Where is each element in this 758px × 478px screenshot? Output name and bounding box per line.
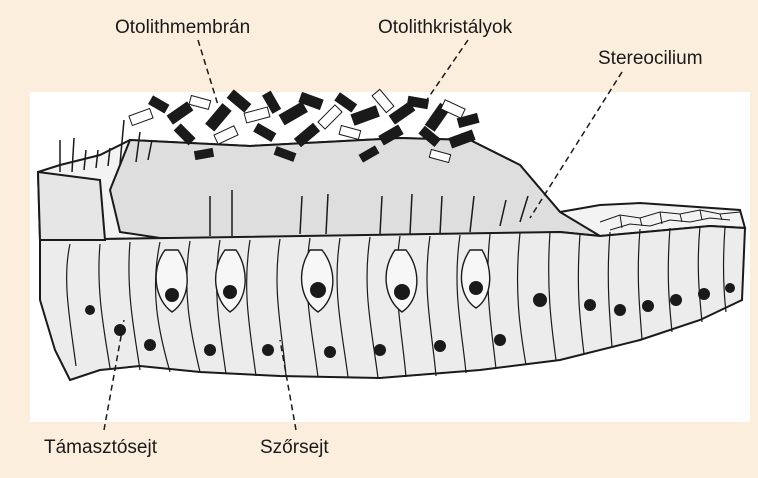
label-supporting-cell: Támasztósejt <box>44 437 157 458</box>
surface-cell-pattern <box>599 209 741 231</box>
epithelium-left-face <box>36 170 107 241</box>
leader-supporting-cell <box>103 319 125 431</box>
label-otolith-membrane: Otolithmembrán <box>115 17 251 38</box>
leader-hair-cell <box>279 339 297 431</box>
cell-nuclei <box>85 281 735 358</box>
leader-stereocilium <box>529 71 623 219</box>
stereocilia <box>59 119 529 236</box>
label-hair-cell: Szőrsejt <box>260 437 329 458</box>
otolith-crystals <box>128 88 480 164</box>
leader-otolith-membrane <box>197 39 219 106</box>
label-otolith-crystals: Otolithkristályok <box>378 17 513 38</box>
label-stereocilium: Stereocilium <box>598 48 703 69</box>
leader-lines <box>103 39 623 431</box>
leader-otolith-crystals <box>423 39 469 105</box>
hair-cell-bodies <box>155 249 491 313</box>
